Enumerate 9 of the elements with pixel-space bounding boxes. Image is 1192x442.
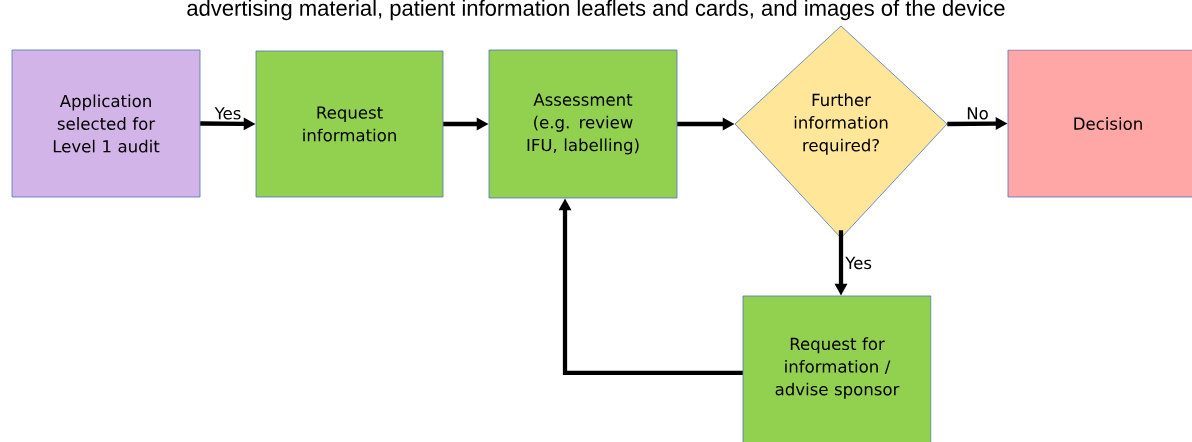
edge-label: Yes <box>843 255 874 271</box>
edge-label: No <box>964 105 991 121</box>
process-box: Assessment (e.g. review IFU, labelling) <box>488 49 678 199</box>
edge-label: Yes <box>213 105 243 121</box>
process-box: Application selected for Level 1 audit <box>11 49 201 198</box>
process-box: Decision <box>1007 49 1192 198</box>
process-box: Request information <box>255 50 444 198</box>
note-text: advertising material, patient information leaflets and cards, and images of the device <box>187 0 1005 21</box>
process-box: Request for information / advise sponsor <box>742 295 932 442</box>
